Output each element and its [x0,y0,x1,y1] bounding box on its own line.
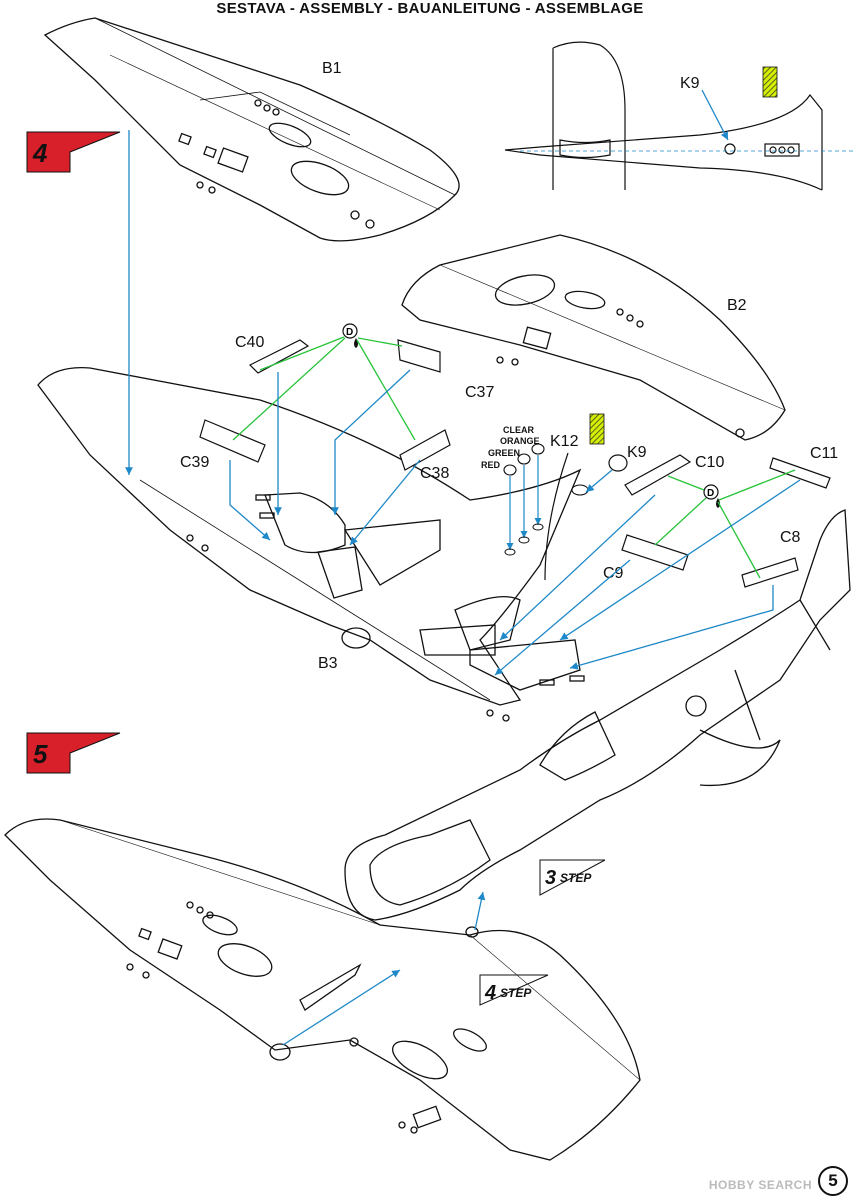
step-ref-4: 4 STEP [479,974,549,1006]
hatch-marker-top [762,66,778,98]
part-label-c40: C40 [235,334,264,351]
part-label-k12: K12 [550,433,579,450]
part-c39 [199,419,266,463]
part-label-c8: C8 [780,529,801,546]
part-c37 [397,339,441,373]
glue-lines-right [654,469,796,579]
part-label-c39: C39 [180,454,209,471]
blue-arrows-right [494,479,801,676]
k9-arrow [585,469,613,493]
step-5-number: 5 [33,739,48,769]
page-number: 5 [818,1166,848,1196]
step-ref-3-number: 3 [545,867,556,889]
part-label-c37: C37 [465,384,494,401]
part-k12 [544,452,569,581]
step-4-number: 4 [32,138,48,168]
part-c11 [769,457,831,489]
upper-wing-b1 [43,17,460,242]
step-ref-4-number: 4 [484,982,496,1004]
part-label-c11: C11 [810,445,838,462]
part-label-c10: C10 [695,454,724,471]
light-label-orange: ORANGE [500,436,540,446]
paint-marker-right: D [703,484,720,508]
part-c38 [399,429,451,471]
part-c8 [741,557,799,588]
k9-inset-arrow [701,89,729,141]
tail-detail-inset [504,41,855,191]
step-ref-3: 3 STEP [539,859,606,896]
light-label-green: GREEN [488,448,520,458]
wingtip-lights: CLEAR ORANGE GREEN RED [481,425,545,556]
upper-wing-b2 [401,234,786,441]
part-label-b2: B2 [727,297,747,314]
part-c9 [621,534,689,571]
part-c10 [624,454,692,496]
step-5-flag: 5 [26,732,121,774]
page-title: SESTAVA - ASSEMBLY - BAUANLEITUNG - ASSE… [216,0,644,17]
wing-to-fuselage-arrows [282,891,486,1046]
part-label-b1: B1 [322,60,342,77]
part-label-k9-inset: K9 [680,75,700,92]
paint-marker-left: D [342,323,358,348]
light-label-red: RED [481,460,501,470]
part-label-c38: C38 [420,465,449,482]
part-k9 [608,454,628,472]
step-4-flag: 4 [26,131,121,173]
part-label-k9: K9 [627,444,647,461]
step-ref-3-word: STEP [560,871,592,885]
fuselage [344,509,851,921]
lower-wing-b3 [37,366,585,722]
glue-lines-left [232,336,416,441]
paint-marker-right-label: D [707,488,714,499]
blue-arrows-left [229,369,421,546]
paint-marker-left-label: D [346,327,353,338]
hatch-marker-k12 [589,413,605,445]
complete-wing [4,818,641,1161]
watermark: HOBBY SEARCH [708,1178,812,1192]
k12-socket [571,484,589,496]
light-label-clear: CLEAR [503,425,534,435]
part-label-b3: B3 [318,655,338,672]
part-c40 [248,339,310,374]
step-ref-4-word: STEP [500,986,532,1000]
